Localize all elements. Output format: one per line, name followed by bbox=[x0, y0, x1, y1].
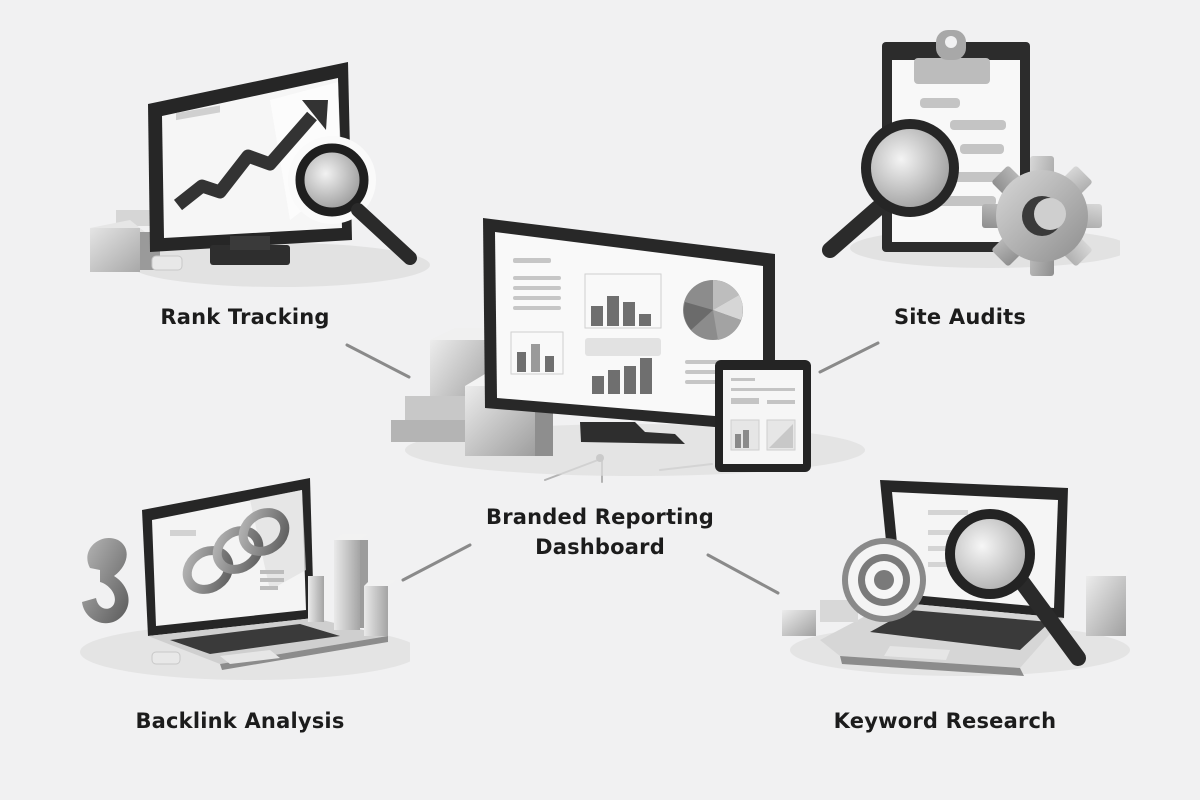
chain-link-icon bbox=[82, 538, 129, 624]
center-label-line-2: Dashboard bbox=[535, 535, 665, 559]
desktop-monitor-icon bbox=[483, 218, 775, 444]
node-branded-reporting-dashboard bbox=[385, 210, 865, 480]
magnifier-icon bbox=[945, 509, 1086, 666]
magnifier-icon bbox=[822, 119, 959, 258]
label-rank-tracking: Rank Tracking bbox=[160, 305, 330, 329]
backlink-analysis-illustration bbox=[80, 478, 410, 680]
cube-blocks-icon bbox=[90, 210, 160, 272]
center-label-line-1: Branded Reporting bbox=[486, 505, 714, 529]
node-site-audits bbox=[810, 20, 1120, 280]
keyword-research-illustration bbox=[782, 480, 1130, 676]
label-branded-reporting-dashboard: Branded Reporting Dashboard bbox=[440, 502, 760, 562]
edge-backlink-analysis bbox=[401, 543, 472, 582]
bar-chart-icon bbox=[510, 331, 564, 375]
trending-up-arrow-icon bbox=[173, 100, 328, 211]
edge-keyword-research bbox=[706, 553, 780, 595]
dashboard-illustration bbox=[391, 218, 865, 476]
bar-chart-icon bbox=[584, 273, 662, 329]
rank-tracking-illustration bbox=[90, 62, 430, 287]
edge-site-audits bbox=[818, 341, 880, 374]
bar-chart-icon bbox=[585, 338, 661, 394]
target-icon bbox=[842, 538, 926, 622]
gear-icon bbox=[982, 156, 1102, 276]
label-site-audits: Site Audits bbox=[893, 305, 1027, 329]
site-audits-illustration bbox=[822, 30, 1120, 276]
node-rank-tracking bbox=[80, 60, 440, 300]
pie-chart-icon bbox=[683, 280, 743, 340]
magnifier-icon bbox=[288, 136, 417, 265]
node-keyword-research bbox=[760, 470, 1130, 690]
bar-chart-3d-icon bbox=[308, 534, 396, 636]
node-backlink-analysis bbox=[70, 470, 410, 690]
tablet-icon bbox=[715, 360, 811, 472]
chain-links-icon bbox=[182, 508, 290, 594]
label-backlink-analysis: Backlink Analysis bbox=[135, 709, 345, 733]
edge-rank-tracking bbox=[345, 343, 411, 379]
label-keyword-research: Keyword Research bbox=[833, 709, 1057, 733]
cube-blocks-icon bbox=[782, 570, 1128, 636]
